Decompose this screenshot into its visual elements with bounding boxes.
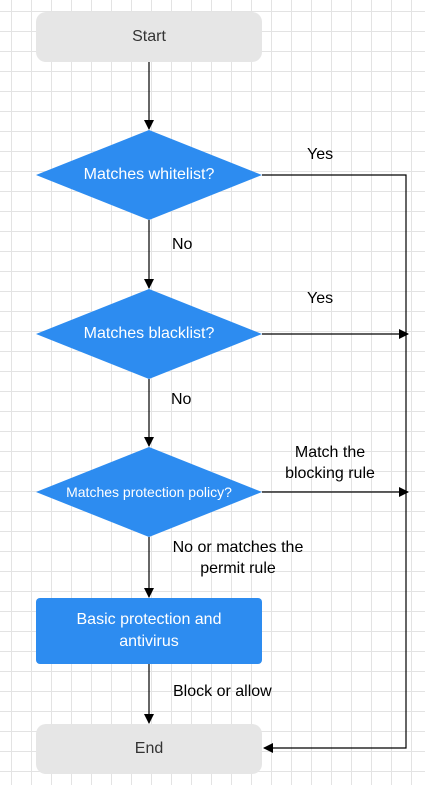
edge-label-blacklist-no: No — [171, 391, 192, 408]
edge-label-policy-block-line1: Match the — [294, 444, 366, 461]
start-label: Start — [132, 28, 166, 45]
connector-whitelist-yes-to-end — [262, 174, 407, 753]
end-label: End — [134, 740, 164, 757]
end-node[interactable]: End — [36, 724, 262, 774]
edge-label-whitelist-yes: Yes — [307, 146, 334, 163]
edge-label-blacklist-yes: Yes — [307, 290, 334, 307]
edge-label-policy-permit-line2: permit rule — [200, 560, 276, 577]
edge-label-policy-permit: No or matches the permit rule — [163, 537, 313, 579]
basic-protection-label-line2: antivirus — [119, 633, 179, 650]
decision-policy-shape[interactable] — [36, 447, 262, 537]
start-node[interactable]: Start — [36, 12, 262, 62]
edge-label-policy-permit-line1: No or matches the — [172, 539, 304, 556]
edge-label-block-or-allow: Block or allow — [173, 683, 272, 700]
edge-label-policy-block-line2: blocking rule — [285, 465, 375, 482]
basic-protection-node[interactable]: Basic protection and antivirus — [36, 598, 262, 664]
decision-blacklist-label: Matches blacklist? — [83, 325, 215, 342]
decision-blacklist-shape[interactable] — [36, 289, 262, 379]
edge-label-policy-block: Match the blocking rule — [270, 442, 390, 484]
edge-label-whitelist-no: No — [172, 236, 193, 253]
decision-whitelist-label: Matches whitelist? — [83, 166, 215, 183]
basic-protection-label-line1: Basic protection and — [76, 611, 222, 628]
decision-policy-label: Matches protection policy? — [66, 484, 232, 500]
decision-whitelist-shape[interactable] — [36, 130, 262, 220]
